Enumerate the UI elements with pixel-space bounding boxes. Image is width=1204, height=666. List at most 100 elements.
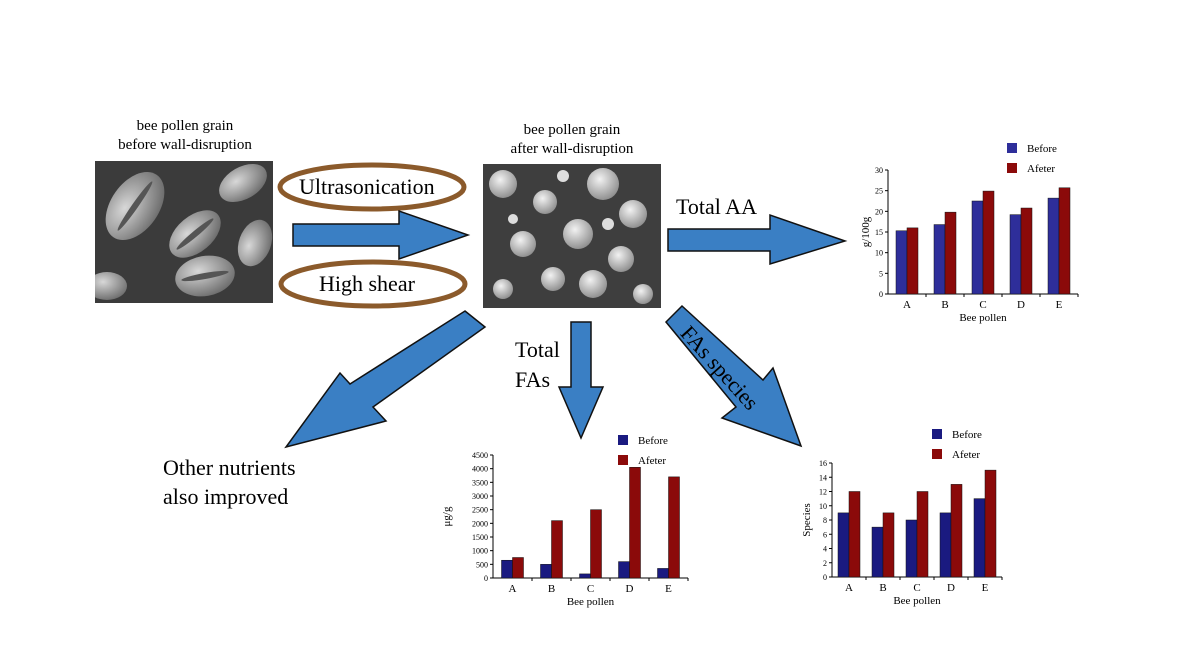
y-tick-label: 3000 <box>472 492 488 501</box>
bar-before-c <box>971 200 984 295</box>
x-category-label: C <box>979 299 986 311</box>
legend-label-afeter: Afeter <box>638 455 666 467</box>
pollen-grains-disrupted-image <box>483 164 661 308</box>
legend-swatch-afeter <box>1007 163 1017 173</box>
total-aa-label: Total AA <box>676 194 757 219</box>
before-caption-line2: before wall-disruption <box>118 137 252 153</box>
y-tick-label: 4500 <box>472 451 488 460</box>
bar-before-b <box>933 224 946 295</box>
y-tick-label: 5 <box>879 269 883 278</box>
total-fas-line2: FAs <box>515 367 551 392</box>
y-tick-label: 10 <box>875 249 883 258</box>
pollen-after-photo <box>483 164 661 308</box>
bar-before-a <box>837 512 850 578</box>
y-tick-label: 0 <box>484 574 488 583</box>
x-category-label: D <box>626 583 634 595</box>
x-category-label: E <box>982 582 989 594</box>
bar-afeter-e <box>668 476 680 579</box>
legend-label-afeter: Afeter <box>952 449 980 461</box>
pollen-before-photo <box>95 161 273 303</box>
y-tick-label: 2500 <box>472 506 488 515</box>
x-category-label: A <box>509 583 517 595</box>
x-axis-title: Bee pollen <box>959 312 1007 324</box>
after-caption-line1: bee pollen grain <box>523 122 621 138</box>
bar-afeter-e <box>984 469 997 578</box>
y-tick-label: 15 <box>875 228 883 237</box>
y-tick-label: 2 <box>823 559 827 568</box>
y-axis-title: μg/g <box>441 506 453 526</box>
x-category-label: C <box>587 583 594 595</box>
legend-swatch-before <box>618 435 628 445</box>
bar-afeter-c <box>916 491 929 578</box>
y-tick-label: 12 <box>819 488 827 497</box>
bar-afeter-d <box>1020 207 1033 295</box>
bar-before-b <box>871 526 884 578</box>
total-fas-line1: Total <box>515 337 560 362</box>
bar-before-c <box>579 573 591 579</box>
x-axis-title: Bee pollen <box>567 596 615 608</box>
before-caption: bee pollen grain before wall-disruption <box>95 117 275 155</box>
bar-before-e <box>973 498 986 578</box>
y-tick-label: 10 <box>819 502 827 511</box>
x-category-label: B <box>941 299 948 311</box>
y-tick-label: 1000 <box>472 547 488 556</box>
total-fas-label: Total FAs <box>515 335 560 395</box>
x-axis-title: Bee pollen <box>893 595 941 607</box>
legend-swatch-before <box>932 429 942 439</box>
fas-species-arrow <box>664 304 803 448</box>
y-tick-label: 4 <box>823 545 827 554</box>
bar-afeter-e <box>1058 187 1071 295</box>
bar-before-b <box>540 564 552 579</box>
x-category-label: C <box>913 582 920 594</box>
x-category-label: B <box>879 582 886 594</box>
legend-swatch-before <box>1007 143 1017 153</box>
total-aa-arrow <box>667 213 848 266</box>
legend-swatch-afeter <box>618 455 628 465</box>
y-tick-label: 6 <box>823 530 827 539</box>
other-nutrients-line2: also improved <box>163 484 289 509</box>
bar-afeter-a <box>848 491 861 578</box>
x-category-label: A <box>903 299 911 311</box>
y-tick-label: 8 <box>823 516 827 525</box>
high-shear-label: High shear <box>319 271 415 296</box>
x-category-label: B <box>548 583 555 595</box>
bar-before-a <box>501 559 513 579</box>
ultrasonication-ellipse <box>277 162 467 212</box>
after-caption: bee pollen grain after wall-disruption <box>477 121 667 159</box>
ultrasonication-label: Ultrasonication <box>299 174 435 199</box>
y-tick-label: 4000 <box>472 465 488 474</box>
y-tick-label: 0 <box>879 290 883 299</box>
y-tick-label: 2000 <box>472 519 488 528</box>
bar-before-e <box>1047 197 1060 295</box>
bar-afeter-a <box>906 227 919 295</box>
y-axis-title: Species <box>801 503 813 537</box>
legend-label-before: Before <box>638 435 668 447</box>
x-category-label: D <box>947 582 955 594</box>
bar-afeter-b <box>551 520 563 579</box>
after-caption-line2: after wall-disruption <box>510 141 634 157</box>
bar-before-e <box>657 568 669 579</box>
legend-swatch-afeter <box>932 449 942 459</box>
legend-label-afeter: Afeter <box>1027 163 1055 175</box>
y-tick-label: 16 <box>819 459 827 468</box>
legend-label-before: Before <box>952 429 982 441</box>
x-category-label: E <box>1056 299 1063 311</box>
y-tick-label: 3500 <box>472 478 488 487</box>
legend-label-before: Before <box>1027 143 1057 155</box>
x-category-label: E <box>665 583 672 595</box>
y-tick-label: 500 <box>476 560 488 569</box>
bar-afeter-c <box>982 190 995 295</box>
y-tick-label: 1500 <box>472 533 488 542</box>
pollen-grains-intact-image <box>95 161 273 303</box>
bar-afeter-c <box>590 509 602 579</box>
total-fas-arrow <box>557 321 605 440</box>
process-arrow <box>292 209 471 261</box>
x-category-label: A <box>845 582 853 594</box>
bar-afeter-b <box>882 512 895 578</box>
bar-before-a <box>895 230 908 295</box>
bar-afeter-a <box>512 557 524 579</box>
bar-before-c <box>905 519 918 578</box>
